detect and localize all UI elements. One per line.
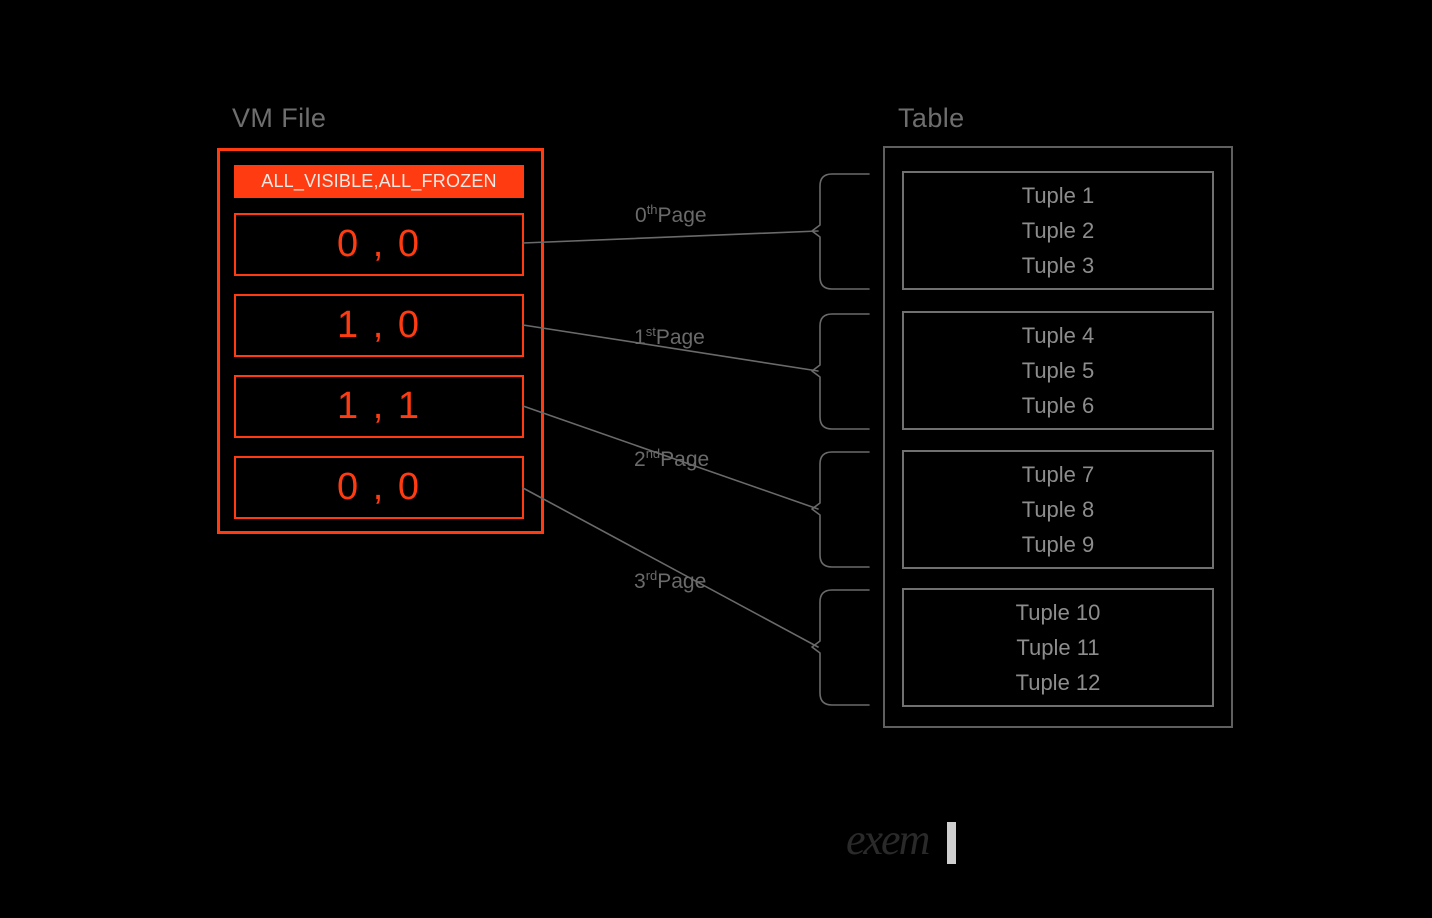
page-bracket-1 [811, 313, 870, 430]
tuple-group-2: Tuple 7 Tuple 8 Tuple 9 [902, 450, 1214, 569]
page-label-suffix-2: nd [645, 446, 661, 461]
page-label-1: 1stPage [634, 324, 705, 350]
page-label-word-3: Page [657, 570, 707, 593]
tuple-line: Tuple 8 [1021, 497, 1095, 522]
page-bracket-0 [811, 173, 870, 290]
page-label-ordinal-1: 1 [634, 326, 646, 349]
vm-file-rows: ALL_VISIBLE,ALL_FROZEN 0 , 0 1 , 0 1 , 1… [234, 165, 524, 519]
page-label-suffix-0: th [646, 202, 658, 217]
exem-logo-bar [947, 822, 956, 864]
tuple-line: Tuple 3 [1021, 253, 1095, 278]
page-bracket-2 [811, 451, 870, 568]
tuple-line: Tuple 5 [1021, 358, 1095, 383]
tuple-line: Tuple 1 [1021, 183, 1095, 208]
tuple-line: Tuple 10 [1015, 600, 1101, 625]
vm-row-1: 1 , 0 [234, 294, 524, 357]
tuple-group-3: Tuple 10 Tuple 11 Tuple 12 [902, 588, 1214, 707]
tuple-line: Tuple 11 [1016, 635, 1100, 660]
exem-logo-text: exem [846, 815, 930, 864]
connector-line-0 [522, 230, 819, 244]
page-label-0: 0thPage [635, 202, 707, 228]
page-label-suffix-3: rd [645, 568, 658, 583]
tuple-line: Tuple 12 [1015, 670, 1101, 695]
page-label-ordinal-2: 2 [634, 448, 646, 471]
page-label-suffix-1: st [645, 324, 656, 339]
page-label-ordinal-0: 0 [635, 204, 647, 227]
table-container [883, 146, 1233, 728]
tuple-line: Tuple 6 [1021, 393, 1095, 418]
vm-row-3: 0 , 0 [234, 456, 524, 519]
page-label-word-2: Page [660, 448, 710, 471]
page-label-3: 3rdPage [634, 568, 707, 594]
page-label-word-0: Page [657, 204, 707, 227]
tuple-line: Tuple 9 [1021, 532, 1095, 557]
vm-file-title: VM File [232, 103, 327, 133]
tuple-group-1: Tuple 4 Tuple 5 Tuple 6 [902, 311, 1214, 430]
tuple-group-0: Tuple 1 Tuple 2 Tuple 3 [902, 171, 1214, 290]
vm-row-0: 0 , 0 [234, 213, 524, 276]
tuple-line: Tuple 7 [1021, 462, 1095, 487]
page-label-2: 2ndPage [634, 446, 710, 472]
exem-logo: exem [846, 812, 966, 872]
page-label-ordinal-3: 3 [634, 570, 646, 593]
tuple-line: Tuple 2 [1021, 218, 1095, 243]
page-bracket-3 [811, 589, 870, 706]
table-title: Table [898, 103, 965, 133]
page-label-word-1: Page [655, 326, 705, 349]
vm-flag-header: ALL_VISIBLE,ALL_FROZEN [234, 165, 524, 198]
tuple-line: Tuple 4 [1021, 323, 1095, 348]
connector-line-3 [522, 487, 819, 648]
vm-row-2: 1 , 1 [234, 375, 524, 438]
